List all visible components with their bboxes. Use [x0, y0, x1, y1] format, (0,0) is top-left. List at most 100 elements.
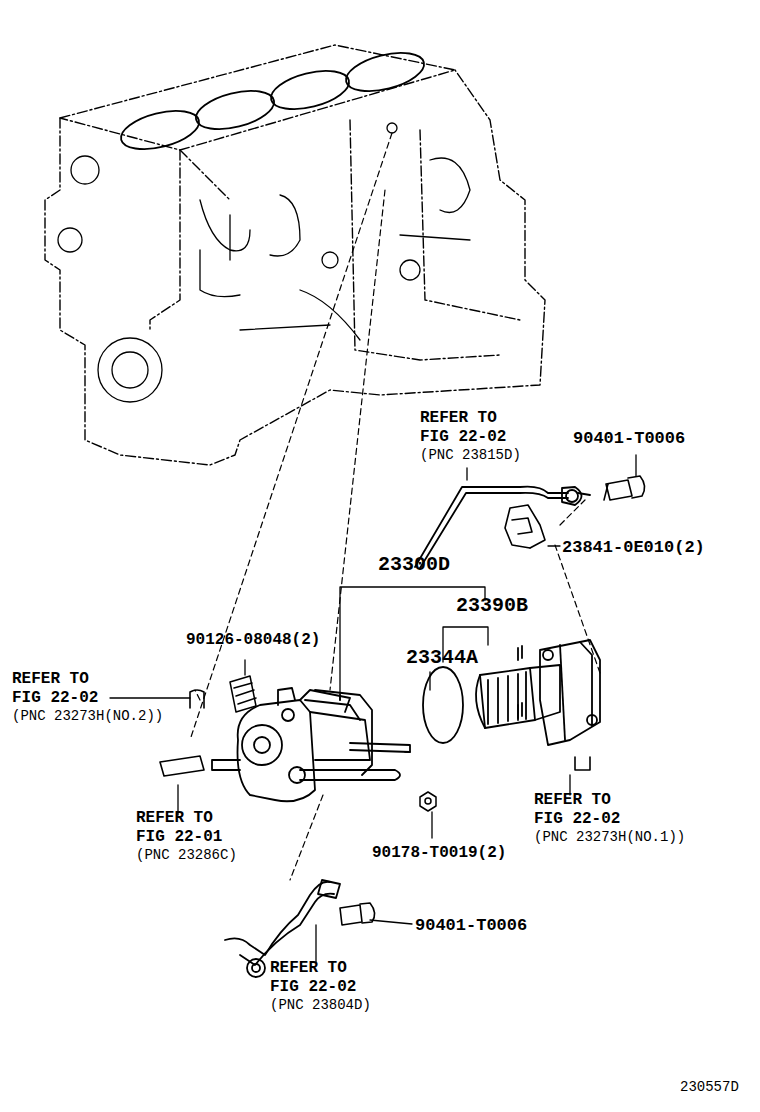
reference-note: REFER TO	[12, 671, 89, 687]
cylinder-bore	[117, 46, 428, 156]
hose	[405, 751, 410, 753]
union-bolt	[604, 484, 608, 500]
reference-note: REFER TO	[420, 410, 497, 426]
union-bolt	[628, 476, 645, 498]
engine-block	[180, 150, 230, 200]
reference-note: REFER TO	[534, 792, 611, 808]
engine-block	[150, 150, 180, 330]
part-number: 90401-T0006	[415, 917, 527, 934]
oil-pump	[315, 690, 372, 775]
leader-line	[431, 812, 432, 838]
cylinder-bore	[192, 84, 278, 136]
block-detail	[200, 250, 240, 297]
oil-pump	[305, 700, 360, 720]
reference-note: FIG 22-02	[12, 690, 98, 706]
oil-pump	[289, 767, 305, 783]
union-bolt	[340, 905, 362, 925]
pipe-clamp	[505, 505, 545, 548]
hose	[190, 690, 204, 708]
reference-note: (PNC 23273H(NO.1))	[534, 830, 685, 844]
block-detail	[430, 158, 470, 213]
hose	[575, 757, 590, 770]
part-number: 90126-08048(2)	[186, 632, 320, 648]
leader-line	[548, 545, 560, 546]
nut	[420, 792, 436, 811]
leader-line	[635, 455, 636, 476]
part-number: 90401-T0006	[573, 430, 685, 447]
reference-note: FIG 22-01	[136, 829, 222, 845]
oil-filter	[540, 640, 600, 745]
block-detail	[200, 200, 250, 251]
oil-pipe	[562, 487, 582, 505]
oil-filter	[560, 645, 565, 740]
block-detail	[387, 123, 397, 133]
oil-filter	[488, 672, 526, 724]
reference-note: REFER TO	[270, 960, 347, 976]
oil-filter	[518, 703, 522, 718]
oil-pump	[254, 737, 270, 753]
block-detail	[112, 352, 148, 388]
oil-pipe	[578, 493, 590, 495]
oil-filter	[530, 665, 560, 720]
engine-block	[45, 70, 545, 465]
union-bolt	[606, 480, 632, 500]
reference-note: FIG 22-02	[270, 979, 356, 995]
leader-line	[244, 660, 245, 675]
oil-pump	[282, 709, 294, 721]
block-detail	[71, 156, 99, 184]
oil-pump	[238, 700, 316, 801]
oil-pipe	[240, 894, 334, 965]
callout-number: 23390B	[456, 596, 528, 616]
pipe-clamp	[505, 505, 545, 548]
engine-block	[420, 130, 520, 320]
leader-line	[466, 468, 467, 480]
stud-bolt	[230, 676, 256, 712]
pipe-clamp	[512, 518, 532, 534]
oil-filter	[423, 667, 463, 743]
mounting-line	[190, 133, 600, 880]
callout-number: 23344A	[406, 648, 478, 668]
nut	[420, 792, 436, 811]
cylinder-bore	[267, 64, 353, 116]
block-detail	[270, 195, 300, 256]
oil-pump	[300, 770, 400, 780]
oil-filter	[518, 646, 522, 660]
mounting-line	[555, 545, 600, 673]
reference-note: (PNC 23286C)	[136, 848, 237, 862]
block-detail	[300, 290, 360, 340]
block-detail	[322, 252, 338, 268]
stud-bolt	[230, 676, 256, 712]
cylinder-bore	[342, 46, 428, 98]
reference-note: (PNC 23273H(NO.2))	[12, 709, 163, 723]
oil-pipe	[252, 964, 260, 972]
oil-pump	[212, 760, 240, 770]
oil-pump	[278, 688, 295, 705]
oil-filter	[587, 715, 597, 725]
leader-line	[315, 925, 316, 962]
cylinder-bore	[117, 104, 203, 156]
oil-pipe	[566, 490, 578, 502]
block-detail	[229, 215, 230, 260]
oil-filter	[476, 675, 485, 728]
oil-pump	[310, 712, 370, 760]
nut	[425, 798, 431, 804]
oil-pump	[350, 743, 410, 752]
oil-filter	[480, 668, 535, 728]
oil-pipe	[318, 880, 340, 898]
callout-number: 23300D	[378, 555, 450, 575]
block-detail	[58, 228, 82, 252]
reference-note: FIG 22-02	[534, 811, 620, 827]
reference-note: (PNC 23804D)	[270, 998, 371, 1012]
engine-block	[45, 45, 545, 465]
reference-note: REFER TO	[136, 810, 213, 826]
reference-note: (PNC 23815D)	[420, 448, 521, 462]
mounting-line	[290, 795, 323, 880]
leader-line	[110, 455, 636, 962]
mounting-line	[330, 190, 385, 690]
part-number: 90178-T0019(2)	[372, 845, 506, 861]
leader-line	[429, 672, 430, 690]
oil-pump	[212, 688, 410, 801]
block-detail	[240, 325, 330, 330]
oil-filter	[580, 642, 592, 726]
